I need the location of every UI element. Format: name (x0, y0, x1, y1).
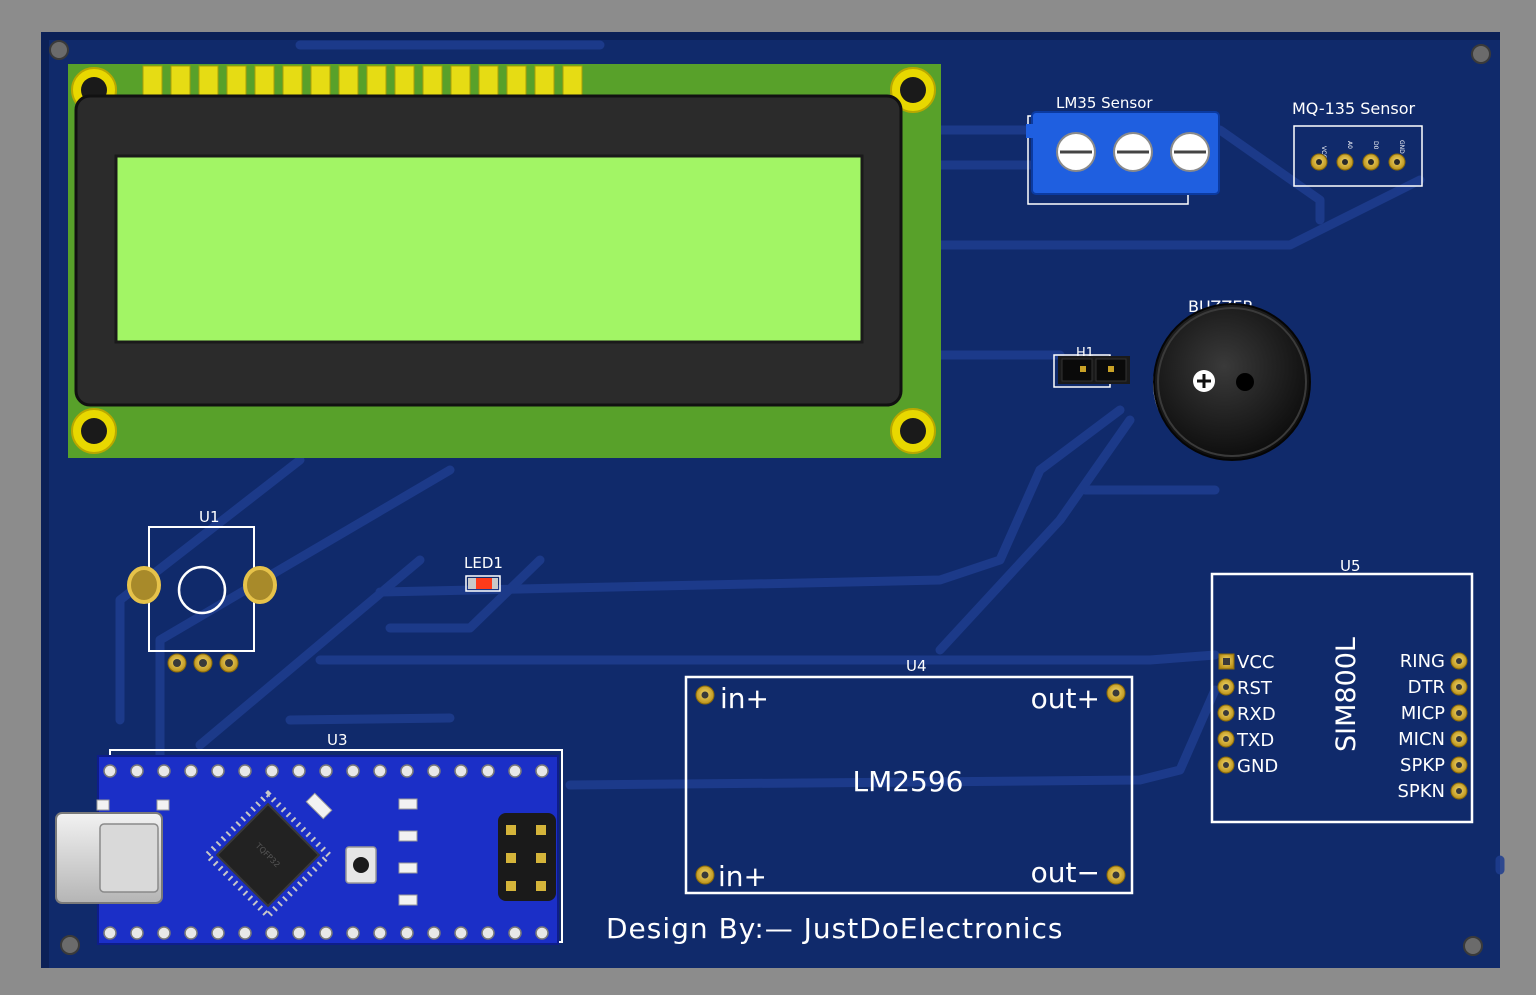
mounting-holes (49, 40, 1491, 956)
lm2596-in-bottom: in+ (718, 860, 767, 893)
sim800l-pin-gnd: GND (1237, 756, 1278, 777)
buzzer (1153, 303, 1311, 461)
lcd-module (68, 64, 941, 458)
lm35-terminal-block (1026, 111, 1220, 205)
nano-mcu: TQFP32 (202, 789, 334, 921)
sim800l-pin-txd: TXD (1236, 730, 1274, 751)
design-credit: Design By:— JustDoElectronics (606, 912, 1064, 945)
sim800l-pin-rxd: RXD (1237, 704, 1276, 725)
sim800l-pin-vcc: VCC (1237, 652, 1274, 673)
mq135-pin-d0: D0 (1372, 141, 1379, 150)
led1-label: LED1 (464, 554, 503, 572)
u4-label: U4 (906, 657, 927, 675)
u1-label: U1 (199, 508, 220, 526)
sim800l-pin-micn: MICN (1398, 729, 1445, 750)
sim800l-pin-ring: RING (1400, 651, 1445, 672)
lm2596-out-bottom: out− (1031, 856, 1100, 889)
nano-top-pin-row (103, 764, 549, 778)
u3-arduino-nano: TQFP32 (55, 749, 563, 945)
u5-label: U5 (1340, 557, 1361, 575)
h1-jumper (1053, 354, 1130, 388)
u5-sim800l: SIM800L VCC RST (1210, 572, 1474, 824)
lm2596-in-top: in+ (720, 682, 769, 715)
mq135-pin-a0: A0 (1346, 141, 1353, 149)
lm2596-name: LM2596 (852, 765, 963, 798)
lcd-screen (114, 154, 864, 344)
led1 (465, 575, 501, 592)
sim800l-pin-spkn: SPKN (1397, 781, 1445, 802)
lm2596-out-top: out+ (1031, 682, 1100, 715)
sim800l-pin-micp: MICP (1401, 703, 1445, 724)
u4-lm2596: in+ in+ out+ out− LM2596 (684, 675, 1134, 895)
u1-potentiometer (127, 526, 277, 673)
mq135-pin-vcc: VCC (1320, 146, 1327, 158)
copper-traces (115, 40, 1505, 875)
sim800l-name: SIM800L (1331, 637, 1362, 752)
sim800l-pin-spkp: SPKP (1400, 755, 1445, 776)
mq135-header: VCC A0 D0 GND (1293, 125, 1423, 187)
mq135-label: MQ-135 Sensor (1292, 99, 1416, 118)
nano-pcb (97, 755, 559, 945)
u3-label: U3 (327, 731, 348, 749)
sim800l-pin-rst: RST (1237, 678, 1273, 699)
sim800l-pin-dtr: DTR (1408, 677, 1445, 698)
lm35-label: LM35 Sensor (1056, 94, 1153, 112)
mq135-pin-gnd: GND (1398, 140, 1405, 154)
nano-bottom-pin-row (103, 926, 549, 940)
icsp-header (498, 813, 556, 901)
